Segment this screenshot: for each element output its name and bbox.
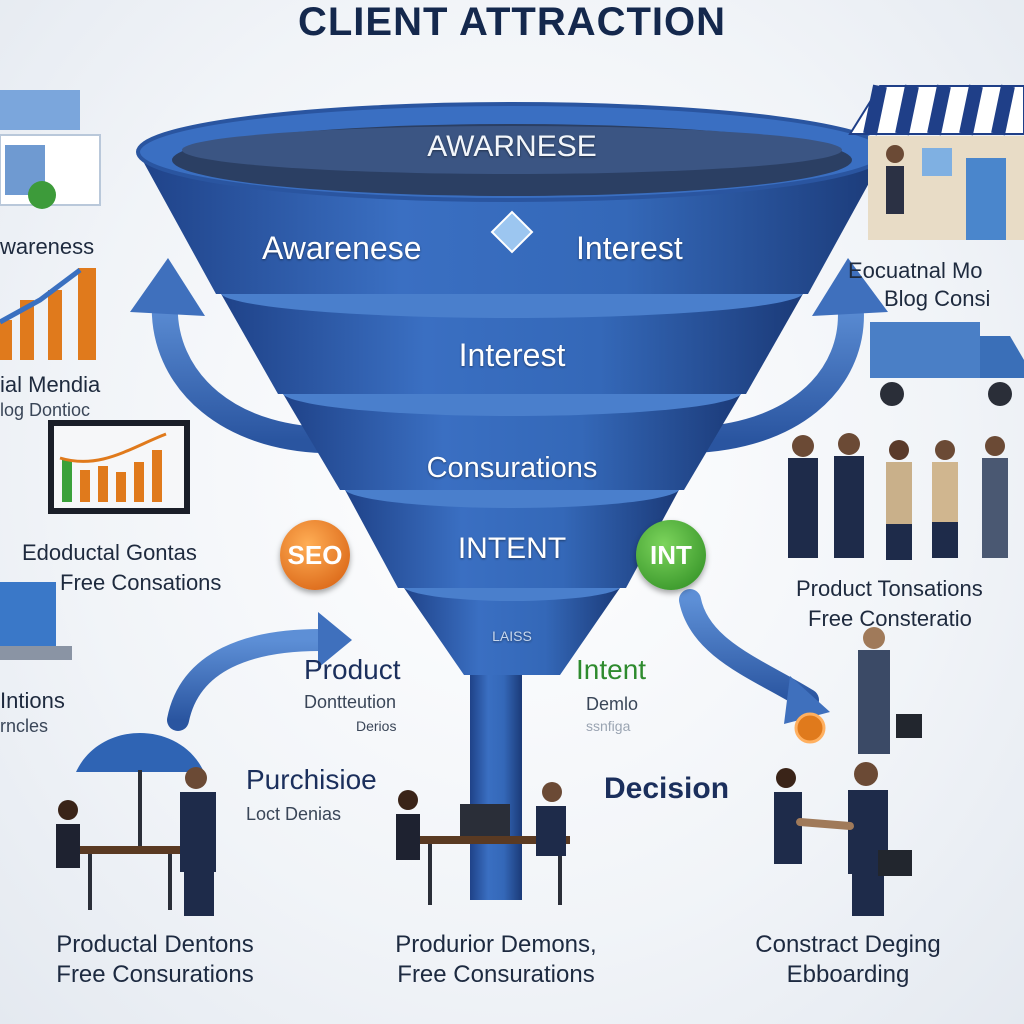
product-sub-label-2: Derios: [356, 718, 397, 734]
monitor-chart: [48, 420, 190, 514]
bottom-right-caption: Constract Deging Ebboarding: [718, 930, 978, 990]
left-intions-sub-label: rncles: [0, 716, 49, 736]
left-media-sub-label: log Dontioc: [0, 400, 91, 420]
bottom-right-line-1: Constract Deging: [755, 931, 941, 958]
funnel-tier2-label: Interest: [458, 337, 566, 373]
right-down-arrow: [679, 589, 830, 724]
bottom-middle-line-1: Produrior Demons,: [395, 931, 597, 958]
bottom-middle-line-2: Free Consurations: [397, 961, 595, 988]
businessman-briefcase: [794, 627, 922, 754]
laptop: [0, 582, 72, 660]
left-edu-sub-label: Free Consations: [60, 570, 222, 595]
funnel-tier1-right-label: Interest: [576, 230, 683, 266]
funnel-tier1-left-label: Awarenese: [262, 230, 422, 266]
left-top-icons: [0, 90, 101, 209]
left-down-arrow: [167, 612, 352, 731]
left-bar-chart: [0, 268, 96, 360]
funnel-rim-label: AWARNESE: [427, 130, 597, 163]
right-edu-label: Eocuatnal Mo: [848, 258, 983, 283]
purchase-sub-label: Loct Denias: [246, 804, 342, 824]
purchase-label: Purchisioe: [246, 764, 377, 795]
funnel-tier5-label: LAISS: [492, 628, 532, 644]
left-awareness-label: wareness: [0, 234, 95, 259]
bottom-right-line-2: Ebboarding: [786, 961, 910, 988]
left-media-label: ial Mendia: [0, 372, 101, 397]
desk-meeting-scene: [396, 782, 570, 905]
bottom-left-line-1: Productal Dentons: [56, 931, 254, 958]
seo-badge: SEO: [280, 520, 350, 590]
funnel-tier4-label: INTENT: [457, 532, 567, 565]
delivery-truck: [870, 322, 1024, 406]
intent-sub-label-2: ssnfiga: [586, 718, 631, 734]
intent-label: Intent: [576, 654, 647, 685]
left-intions-label: Intions: [0, 688, 65, 713]
decision-label: Decision: [604, 772, 730, 805]
int-badge: INT: [636, 520, 706, 590]
funnel-tier3-label: Consurations: [426, 452, 598, 484]
page-title: CLIENT ATTRACTION: [297, 0, 727, 44]
intent-sub-label-1: Demlo: [586, 694, 639, 714]
left-edu-label: Edoductal Gontas: [22, 540, 197, 565]
right-edu-sub-label: Blog Consi: [884, 286, 991, 311]
right-product-sub-label: Free Consteratio: [808, 606, 972, 631]
bottom-left-line-2: Free Consurations: [56, 961, 254, 988]
bottom-middle-caption: Produrior Demons, Free Consurations: [356, 930, 636, 990]
funnel: [136, 102, 888, 900]
team-people: [788, 433, 1008, 560]
bottom-left-caption: Productal Dentons Free Consurations: [20, 930, 290, 990]
storefront: [848, 84, 1024, 240]
right-product-label: Product Tonsations: [796, 576, 983, 601]
umbrella-meeting-scene: [56, 733, 216, 916]
product-label: Product: [304, 654, 401, 685]
handshake-scene: [774, 762, 912, 916]
product-sub-label-1: Dontteution: [304, 692, 397, 712]
